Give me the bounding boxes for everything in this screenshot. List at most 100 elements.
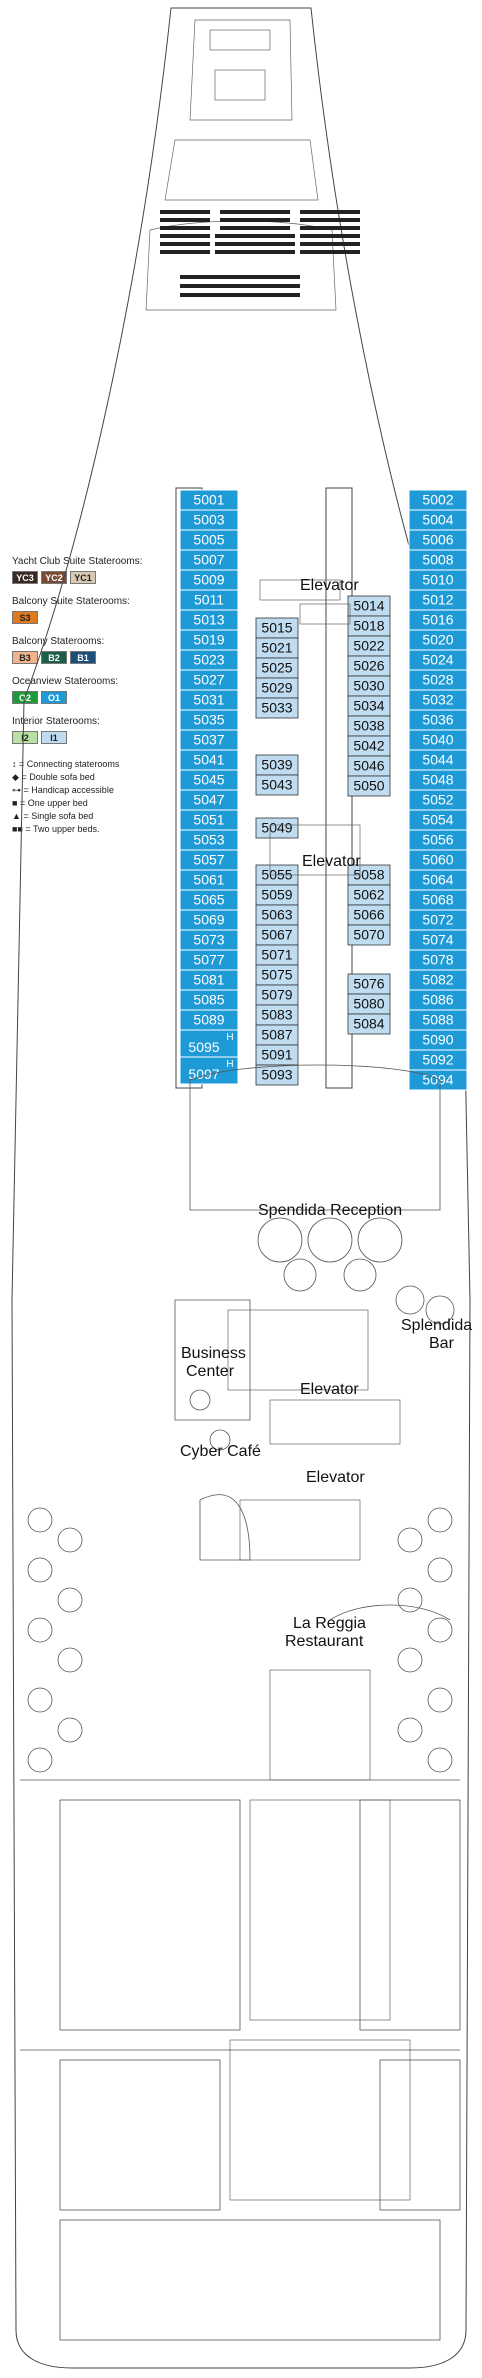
cabin-number-5032: 5032 xyxy=(422,691,453,707)
cabin-number-5046: 5046 xyxy=(353,757,384,773)
diamond-icon: ◆ xyxy=(12,772,19,782)
legend-title-yacht-club: Yacht Club Suite Staterooms: xyxy=(12,556,143,567)
cabin-5070[interactable] xyxy=(347,924,391,946)
cabin-number-5021: 5021 xyxy=(261,639,292,655)
cabin-number-5012: 5012 xyxy=(422,591,453,607)
cabin-number-5062: 5062 xyxy=(353,886,384,902)
cabin-number-5084: 5084 xyxy=(353,1015,384,1031)
cabin-number-5003: 5003 xyxy=(193,511,224,527)
cabin-number-5069: 5069 xyxy=(193,911,224,927)
handicap-marker: H xyxy=(226,1059,233,1070)
label-cyber: Cyber Café xyxy=(180,1443,261,1460)
legend-symbol-connecting: ↕ = Connecting staterooms xyxy=(12,759,120,769)
cabin-5094[interactable] xyxy=(408,1069,468,1091)
cabin-5033[interactable] xyxy=(255,697,299,719)
cabin-number-5045: 5045 xyxy=(193,771,224,787)
cabin-number-5072: 5072 xyxy=(422,911,453,927)
cabin-number-5023: 5023 xyxy=(193,651,224,667)
cabin-number-5090: 5090 xyxy=(422,1031,453,1047)
cabin-number-5095: 5095 xyxy=(188,1039,219,1055)
label-business-line1: Business xyxy=(181,1345,246,1362)
cabin-number-5081: 5081 xyxy=(193,971,224,987)
cabin-number-5086: 5086 xyxy=(422,991,453,1007)
cabin-number-5066: 5066 xyxy=(353,906,384,922)
cabin-number-5020: 5020 xyxy=(422,631,453,647)
label-elevator-2: Elevator xyxy=(302,853,361,870)
cabin-number-5013: 5013 xyxy=(193,611,224,627)
cabin-number-5076: 5076 xyxy=(353,975,384,991)
cabin-5049[interactable] xyxy=(255,817,299,839)
cabin-number-5001: 5001 xyxy=(193,491,224,507)
cabin-number-5029: 5029 xyxy=(261,679,292,695)
cabin-number-5051: 5051 xyxy=(193,811,224,827)
cabin-number-5034: 5034 xyxy=(353,697,384,713)
cabin-number-5042: 5042 xyxy=(353,737,384,753)
cabin-number-5087: 5087 xyxy=(261,1026,292,1042)
cabin-number-5008: 5008 xyxy=(422,551,453,567)
cabin-number-5035: 5035 xyxy=(193,711,224,727)
cabin-number-5059: 5059 xyxy=(261,886,292,902)
cabin-number-5075: 5075 xyxy=(261,966,292,982)
cabin-number-5093: 5093 xyxy=(261,1066,292,1082)
legend-symbols: ↕ = Connecting staterooms ◆ = Double sof… xyxy=(12,758,172,835)
cabin-number-5031: 5031 xyxy=(193,691,224,707)
cabin-5050[interactable] xyxy=(347,775,391,797)
legend-title-oceanview: Oceanview Staterooms: xyxy=(12,676,119,687)
cabin-number-5080: 5080 xyxy=(353,995,384,1011)
cabin-number-5097: 5097 xyxy=(188,1066,219,1082)
square-icon: ■ xyxy=(12,798,18,808)
cabin-number-5005: 5005 xyxy=(193,531,224,547)
label-business-line2: Center xyxy=(186,1363,235,1380)
cabin-number-5048: 5048 xyxy=(422,771,453,787)
cabins-layer: 5001500350055007500950115013501950235027… xyxy=(179,489,468,1091)
cabin-number-5037: 5037 xyxy=(193,731,224,747)
cabin-5043[interactable] xyxy=(255,774,299,796)
legend-symbol-double-sofa: ◆ = Double sofa bed xyxy=(12,772,95,782)
cabin-number-5064: 5064 xyxy=(422,871,453,887)
swatch-yc3: YC3 xyxy=(12,571,38,584)
cabin-number-5091: 5091 xyxy=(261,1046,292,1062)
label-restaurant-line2: Restaurant xyxy=(285,1633,364,1650)
swatch-yc1: YC1 xyxy=(70,571,96,584)
cabin-number-5082: 5082 xyxy=(422,971,453,987)
legend-symbol-one-upper: ■ = One upper bed xyxy=(12,798,88,808)
double-square-icon: ■■ xyxy=(12,824,23,834)
cabin-number-5022: 5022 xyxy=(353,637,384,653)
cabin-number-5073: 5073 xyxy=(193,931,224,947)
label-reception: Spendida Reception xyxy=(258,1202,402,1219)
legend-row-balcony-suite: S3 xyxy=(12,611,172,624)
cabin-number-5018: 5018 xyxy=(353,617,384,633)
legend-symbol-single-sofa: ▲ = Single sofa bed xyxy=(12,811,94,821)
cabin-number-5033: 5033 xyxy=(261,699,292,715)
cabin-5093[interactable] xyxy=(255,1064,299,1086)
cabin-number-5025: 5025 xyxy=(261,659,292,675)
cabin-number-5039: 5039 xyxy=(261,756,292,772)
cabin-number-5038: 5038 xyxy=(353,717,384,733)
label-bar-line2: Bar xyxy=(429,1335,455,1352)
swatch-i2: I2 xyxy=(12,731,38,744)
label-restaurant-line1: La Reggia xyxy=(293,1615,366,1632)
swatch-s3: S3 xyxy=(12,611,38,624)
legend-symbol-handicap: ⊶ = Handicap accessible xyxy=(12,785,114,795)
cabin-number-5010: 5010 xyxy=(422,571,453,587)
cabin-number-5067: 5067 xyxy=(261,926,292,942)
cabin-number-5050: 5050 xyxy=(353,777,384,793)
cabin-number-5092: 5092 xyxy=(422,1051,453,1067)
swatch-b2: B2 xyxy=(41,651,67,664)
hull-outline xyxy=(11,7,471,2369)
legend-title-balcony-suite: Balcony Suite Staterooms: xyxy=(12,596,130,607)
cabin-number-5030: 5030 xyxy=(353,677,384,693)
cabin-number-5009: 5009 xyxy=(193,571,224,587)
triangle-icon: ▲ xyxy=(12,811,21,821)
stateroom-legend: Yacht Club Suite Staterooms: YC3 YC2 YC1… xyxy=(12,548,172,835)
cabin-number-5060: 5060 xyxy=(422,851,453,867)
cabin-number-5088: 5088 xyxy=(422,1011,453,1027)
cabin-5084[interactable] xyxy=(347,1013,391,1035)
legend-title-interior: Interior Staterooms: xyxy=(12,716,100,727)
swatch-b1: B1 xyxy=(70,651,96,664)
cabin-number-5015: 5015 xyxy=(261,619,292,635)
label-elevator-3: Elevator xyxy=(300,1381,359,1398)
cabin-number-5065: 5065 xyxy=(193,891,224,907)
cabin-number-5043: 5043 xyxy=(261,776,292,792)
